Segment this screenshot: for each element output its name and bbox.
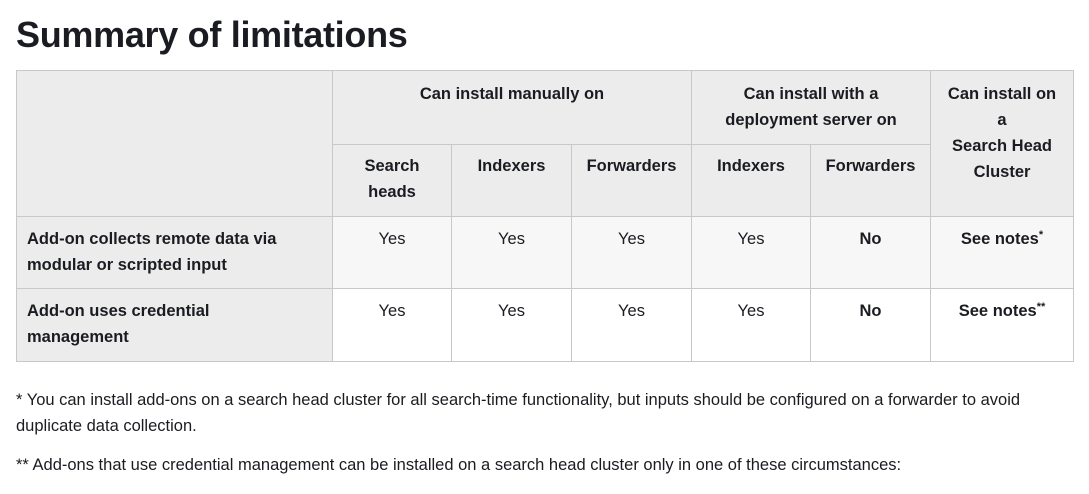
table-header-row-subheaders: Search heads Indexers Forwarders Indexer…: [17, 144, 1074, 217]
header-group-manual: Can install manually on: [332, 70, 692, 145]
table-cell: Yes: [451, 288, 572, 362]
table-cell: Yes: [691, 288, 811, 362]
table-cell: No: [809, 216, 932, 289]
table-cell: Yes: [571, 216, 692, 289]
limitations-table: Can install manually on Can install with…: [16, 70, 1075, 362]
footnote-1: * You can install add-ons on a search he…: [16, 391, 1021, 435]
header-search-heads-line2: heads: [368, 183, 416, 201]
footnote-marker: **: [1036, 301, 1046, 313]
header-indexers: Indexers: [451, 144, 572, 217]
header-shc-line4: Cluster: [973, 163, 1031, 181]
header-group-manual-label: Can install manually on: [419, 85, 605, 103]
footnote-2: ** Add-ons that use credential managemen…: [16, 456, 902, 474]
row-header: Add-on collects remote data via modular …: [16, 216, 333, 289]
header-search-head-cluster: Can install on a Search Head Cluster: [930, 70, 1075, 217]
table-cell: Yes: [332, 288, 452, 362]
row-header-line1: Add-on uses credential: [27, 302, 210, 320]
row-header-line2: management: [27, 328, 129, 346]
page: Summary of limitations Can install manua…: [16, 14, 1075, 474]
header-search-heads-line1: Search: [364, 157, 420, 175]
table-cell-see-notes: See notes*: [930, 216, 1075, 289]
table-cell: No: [809, 288, 932, 362]
table-cell: Yes: [451, 216, 572, 289]
header-group-deployment-line2: deployment server on: [725, 111, 897, 129]
table-cell: Yes: [571, 288, 692, 362]
header-forwarders: Forwarders: [571, 144, 692, 217]
row-header: Add-on uses credential management: [16, 288, 333, 362]
header-deploy-indexers: Indexers: [691, 144, 811, 217]
table-header-row-groups: Can install manually on Can install with…: [16, 70, 1075, 217]
header-group-deployment: Can install with a deployment server on: [690, 70, 932, 145]
page-title: Summary of limitations: [16, 14, 408, 55]
header-shc-line1: Can install on: [947, 85, 1057, 103]
see-notes-label: See notes: [958, 302, 1037, 320]
header-shc-line2: a: [997, 111, 1007, 129]
table-cell: Yes: [691, 216, 811, 289]
table-cell-see-notes: See notes**: [930, 288, 1075, 362]
header-deploy-forwarders: Forwarders: [809, 144, 932, 217]
see-notes-label: See notes: [960, 230, 1039, 248]
row-header-line1: Add-on collects remote data via: [27, 230, 277, 248]
table-cell: Yes: [332, 216, 452, 289]
table-row: Add-on uses credential management Yes Ye…: [16, 288, 1075, 362]
header-corner-cell: [16, 70, 333, 217]
footnote-marker: *: [1038, 229, 1044, 241]
header-group-deployment-line1: Can install with a: [743, 85, 879, 103]
row-header-line2: modular or scripted input: [27, 256, 227, 274]
header-search-heads: Search heads: [332, 144, 452, 217]
header-shc-line3: Search Head: [952, 137, 1052, 155]
table-row: Add-on collects remote data via modular …: [16, 216, 1075, 289]
